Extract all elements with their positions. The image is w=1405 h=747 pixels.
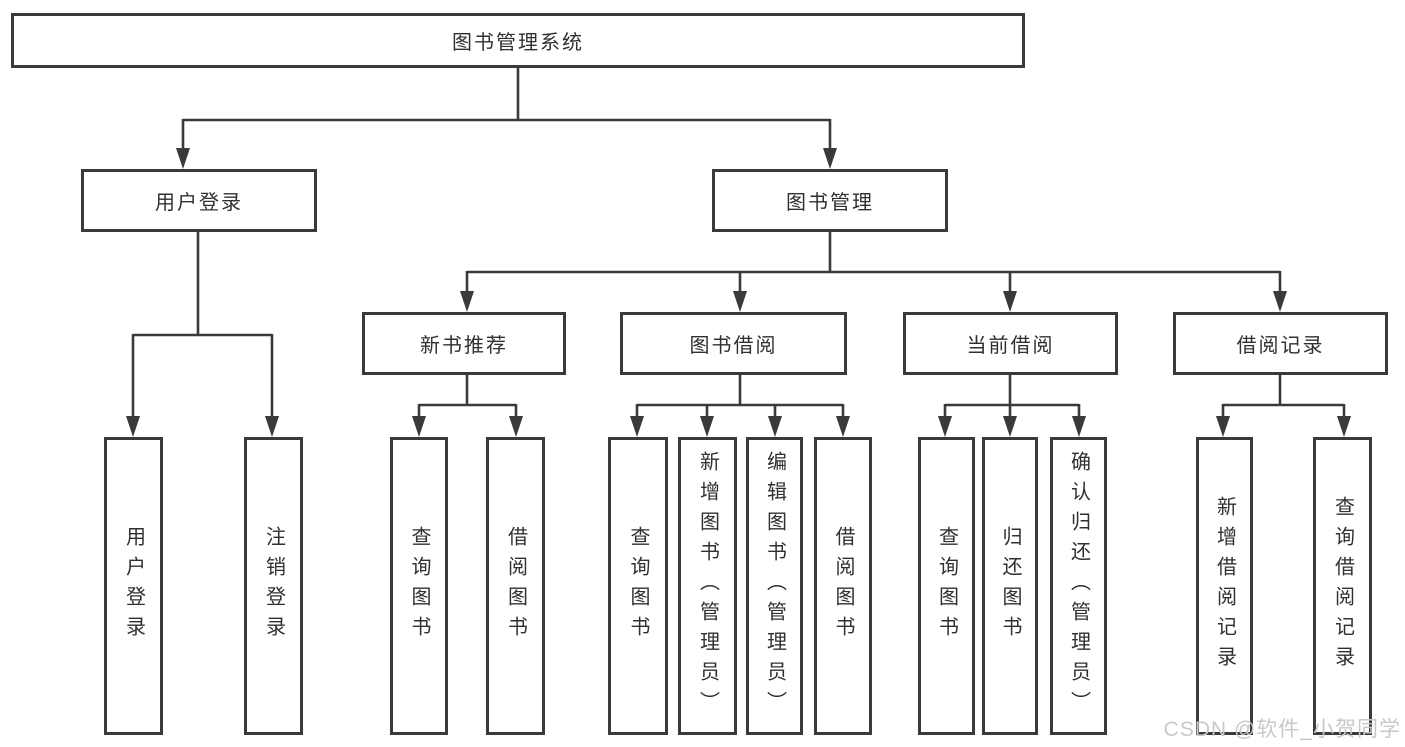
leaf-add-book-admin: 新增图书（管理员） — [678, 437, 737, 735]
leaf-borrow-books-recommend: 借阅图书 — [486, 437, 545, 735]
leaf-confirm-return-admin: 确认归还（管理员） — [1050, 437, 1107, 735]
leaf-query-borrow-record: 查询借阅记录 — [1313, 437, 1372, 735]
node-borrow-records: 借阅记录 — [1173, 312, 1388, 375]
node-new-book-recommend: 新书推荐 — [362, 312, 566, 375]
node-root: 图书管理系统 — [11, 13, 1025, 68]
node-current-borrow: 当前借阅 — [903, 312, 1118, 375]
leaf-edit-book-admin: 编辑图书（管理员） — [746, 437, 803, 735]
csdn-watermark: CSDN @软件_小贺同学 — [1163, 718, 1401, 741]
leaf-user-login: 用户登录 — [104, 437, 163, 735]
leaf-query-books-recommend: 查询图书 — [390, 437, 448, 735]
node-user-login: 用户登录 — [81, 169, 317, 232]
leaf-query-books-current: 查询图书 — [918, 437, 975, 735]
node-book-borrow: 图书借阅 — [620, 312, 847, 375]
leaf-return-book: 归还图书 — [982, 437, 1038, 735]
arrowheads — [126, 148, 1351, 437]
node-book-management: 图书管理 — [712, 169, 948, 232]
leaf-query-books-borrow: 查询图书 — [608, 437, 668, 735]
leaf-borrow-books: 借阅图书 — [814, 437, 872, 735]
leaf-add-borrow-record: 新增借阅记录 — [1196, 437, 1253, 735]
leaf-logout: 注销登录 — [244, 437, 303, 735]
